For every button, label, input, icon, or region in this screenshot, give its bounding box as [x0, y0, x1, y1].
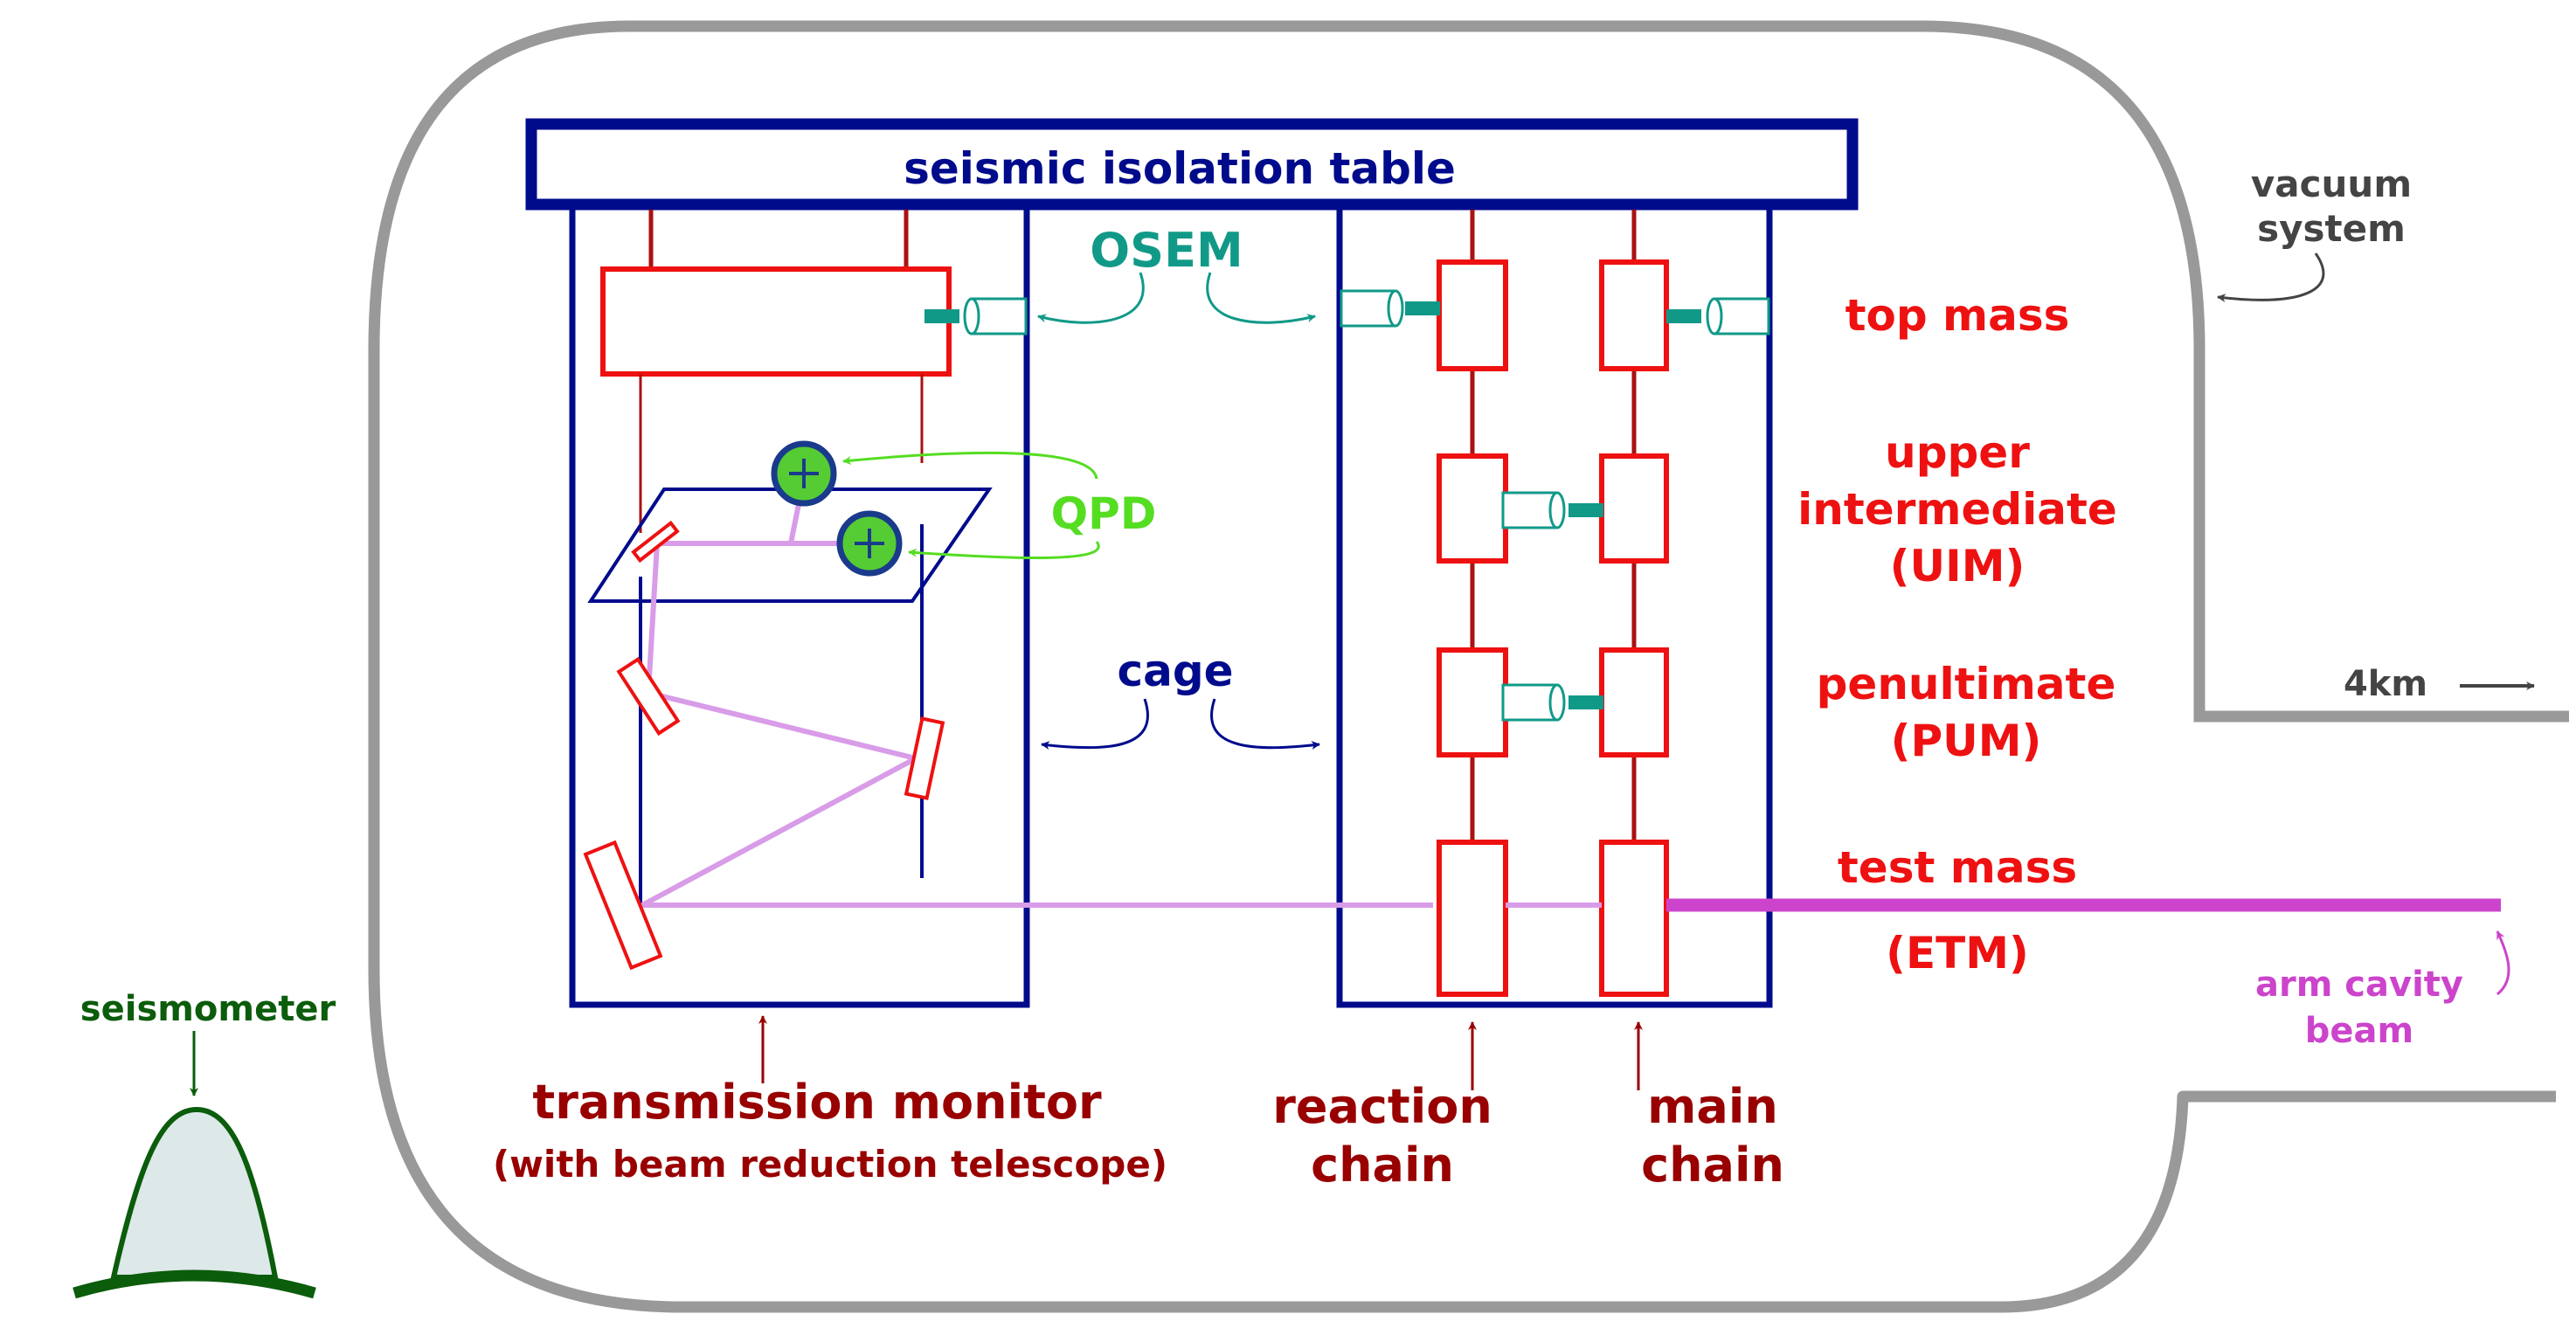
telescope-mirror-small	[631, 520, 680, 564]
osem-uim	[1501, 491, 1603, 529]
seismometer-ground	[73, 1269, 316, 1299]
main-test-mass	[1599, 840, 1669, 997]
arm-cavity-label-line1: arm cavity	[2255, 965, 2463, 1005]
main-top-mass	[1599, 259, 1669, 371]
table-label: seismic isolation table	[904, 143, 1456, 194]
reaction-chain-label-line2: chain	[1311, 1138, 1454, 1193]
arm-cavity-arrow	[2496, 930, 2510, 996]
qpd-arrow-1	[842, 451, 1098, 480]
test-mass-label: test mass	[1838, 842, 2077, 893]
reaction-pum-mass	[1437, 647, 1508, 757]
vacuum-chamber-outline	[368, 20, 2556, 1313]
osem-pum	[1501, 683, 1603, 722]
cage-arrow-left	[1041, 698, 1149, 750]
main-uim-mass	[1599, 453, 1669, 564]
qpd-sensor-1	[771, 440, 837, 507]
seismometer-body	[110, 1106, 279, 1280]
telescope-mirror-upper	[616, 656, 681, 737]
arm-cavity-label-line2: beam	[2305, 1011, 2413, 1051]
uim-label-line1: upper	[1885, 427, 2030, 478]
telescope-mirror-right	[904, 716, 945, 800]
osem-label: OSEM	[1090, 223, 1243, 278]
reaction-test-mass	[1437, 840, 1508, 997]
qpd-sensor-2	[836, 510, 903, 577]
uim-label-line2: intermediate	[1797, 484, 2117, 535]
main-chain-label-line1: main	[1647, 1079, 1778, 1134]
vacuum-tube-upper	[2193, 579, 2569, 723]
pum-label-line2: (PUM)	[1891, 716, 2042, 766]
tm-top-mass	[600, 266, 952, 377]
reaction-uim-mass	[1437, 453, 1508, 564]
osem-arrow-right	[1206, 272, 1316, 324]
cage-arrow-right	[1210, 698, 1320, 750]
top-mass-label: top mass	[1845, 290, 2070, 341]
main-chain-label-line2: chain	[1641, 1138, 1784, 1193]
vacuum-label-line2: system	[2257, 207, 2406, 250]
tmon-label-line1: transmission monitor	[532, 1075, 1102, 1130]
reaction-chain-label-line1: reaction	[1272, 1079, 1492, 1134]
transmission-monitor-cage	[569, 201, 1030, 1008]
qpd-bench-plate	[587, 488, 993, 603]
vacuum-label-line1: vacuum	[2251, 163, 2412, 205]
pum-label-line1: penultimate	[1817, 659, 2116, 709]
chain-wires	[1470, 210, 1637, 842]
transmission-monitor	[583, 210, 1433, 971]
osem-main-top	[1666, 297, 1770, 335]
telescope-mirror-large	[583, 840, 663, 971]
vacuum-arrow	[2217, 252, 2325, 303]
qpd-arrow-2	[908, 541, 1100, 559]
four-km-label: 4km	[2344, 664, 2427, 704]
seismometer-label: seismometer	[80, 989, 336, 1029]
cage-label: cage	[1117, 646, 1233, 696]
osem-tm-top	[924, 297, 1028, 335]
quad-cage	[1336, 201, 1773, 1008]
tmon-label-line2: (with beam reduction telescope)	[493, 1143, 1167, 1186]
etm-label: (ETM)	[1886, 928, 2029, 979]
seismic-isolation-table	[525, 118, 1859, 211]
qpd-label: QPD	[1051, 488, 1157, 539]
main-pum-mass	[1599, 647, 1669, 757]
osem-arrow-left	[1037, 272, 1145, 324]
reaction-top-mass	[1437, 259, 1508, 371]
uim-label-line3: (UIM)	[1890, 541, 2025, 591]
telescope-beam-path	[641, 541, 1433, 908]
osem-reaction-top	[1340, 289, 1440, 328]
